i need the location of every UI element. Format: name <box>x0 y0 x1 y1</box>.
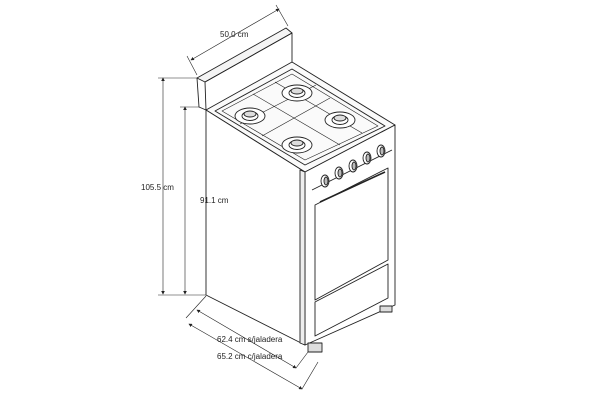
knob <box>334 166 344 180</box>
knob <box>320 174 330 188</box>
burner-left <box>234 107 266 125</box>
burner-right <box>324 111 356 129</box>
knob <box>362 151 372 165</box>
counter-height-label: 91.1 cm <box>200 196 229 205</box>
depth-with-handle-label: 65.2 cm c/jaladera <box>217 352 283 361</box>
burner-front <box>281 136 313 154</box>
total-height-label: 105.5 cm <box>141 183 174 192</box>
depth-without-handle-label: 62.4 cm s/jaladera <box>217 335 283 344</box>
burner-back <box>281 84 313 102</box>
burners <box>234 84 356 154</box>
knob <box>376 144 386 158</box>
knob <box>348 159 358 173</box>
dimension-lines <box>158 4 319 390</box>
control-knobs <box>320 144 386 188</box>
width-label: 50.0 cm <box>220 30 249 39</box>
